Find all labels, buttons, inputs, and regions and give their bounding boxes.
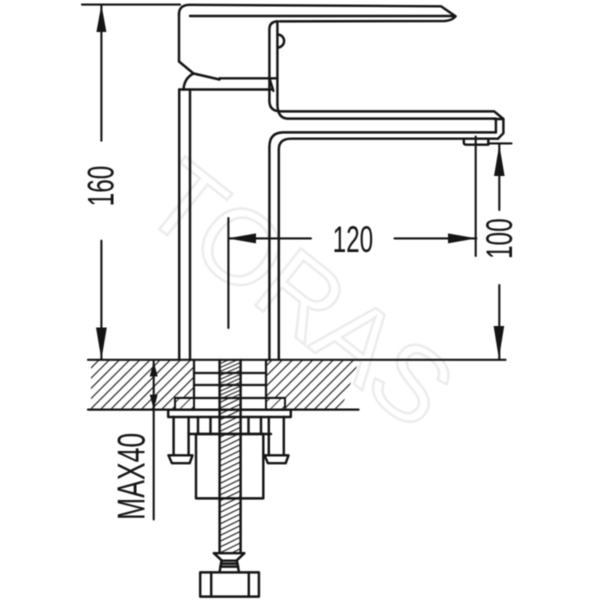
svg-text:100: 100 <box>478 218 521 259</box>
svg-text:160: 160 <box>79 166 122 207</box>
svg-text:MAX40: MAX40 <box>111 433 154 520</box>
svg-text:120: 120 <box>333 218 374 261</box>
